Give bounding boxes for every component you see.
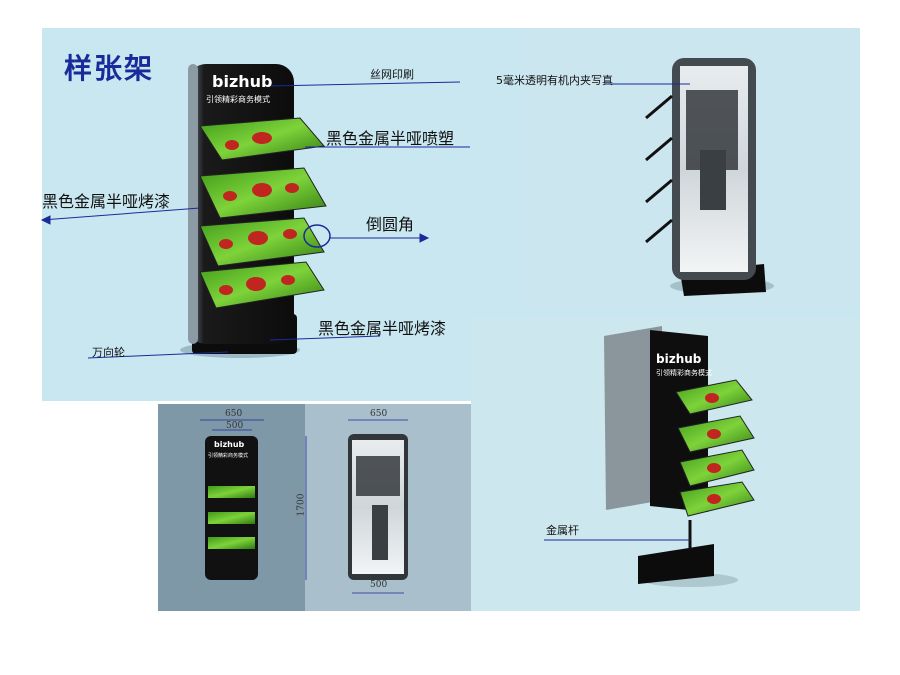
- dim-front-outer: 650: [225, 409, 243, 419]
- label-caster: 万向轮: [92, 346, 125, 359]
- dim-back-bottom: 500: [370, 580, 388, 590]
- round-corner-circle: [303, 224, 331, 248]
- label-black-spray: 黑色金属半哑喷塑: [326, 129, 455, 148]
- front-dim-stand: [200, 419, 264, 580]
- label-acrylic: 5毫米透明有机内夹写真: [496, 74, 613, 87]
- apple-graphics: [219, 132, 299, 295]
- dim-height: 1700: [296, 493, 307, 517]
- dim-front-inner: 500: [226, 421, 244, 431]
- brand-slogan-side: 引领精彩商务模式: [656, 369, 712, 377]
- brand-slogan: 引领精彩商务模式: [206, 95, 270, 104]
- label-round-corner: 倒圆角: [366, 215, 415, 234]
- brand-name-small: bizhub: [214, 440, 245, 449]
- back-stand: [645, 58, 774, 296]
- label-silkscreen: 丝网印刷: [370, 68, 414, 81]
- brand-name-side: bizhub: [656, 352, 702, 366]
- brand-slogan-small: 引领精彩商务模式: [208, 453, 249, 459]
- dim-back-top: 650: [370, 409, 388, 419]
- brand-name: bizhub: [212, 72, 273, 91]
- label-black-bake-left: 黑色金属半哑烤漆: [42, 192, 171, 211]
- label-metal-rod: 金属杆: [546, 524, 579, 537]
- back-dim-stand: [305, 419, 408, 594]
- callout-lines: [40, 81, 470, 359]
- side-stand: [604, 326, 755, 587]
- page-title: 样张架: [64, 52, 155, 85]
- label-black-bake-bottom: 黑色金属半哑烤漆: [318, 319, 447, 338]
